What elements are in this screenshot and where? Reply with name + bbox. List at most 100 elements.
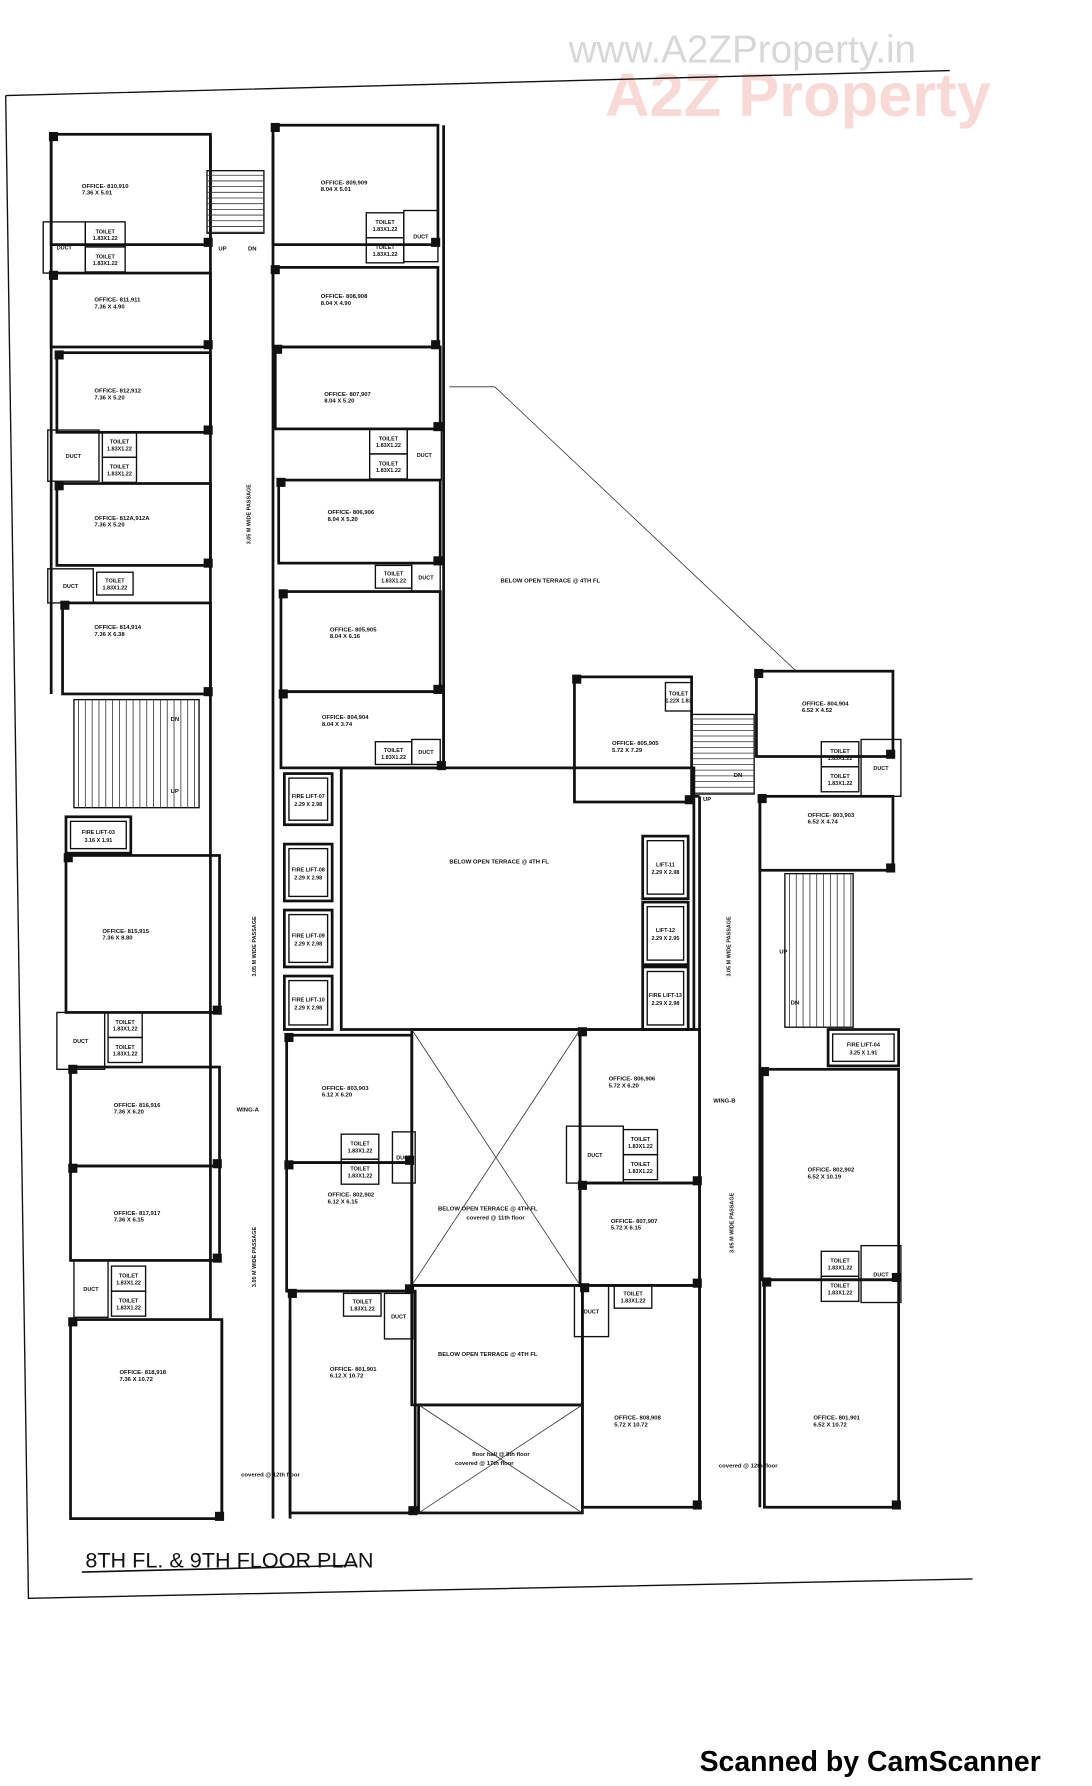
office-size: 7.36 X 4.90 bbox=[94, 304, 125, 310]
toilet-size: 1.83X1.22 bbox=[116, 1305, 141, 1311]
duct-label: DUCT bbox=[83, 1287, 99, 1293]
toilet bbox=[96, 571, 134, 596]
toilet-label: TOILET bbox=[110, 465, 130, 471]
office-room bbox=[69, 1164, 221, 1262]
lift-car bbox=[288, 777, 329, 821]
toilet bbox=[613, 1284, 653, 1309]
lift-shaft bbox=[64, 815, 133, 855]
duct-label: DUCT bbox=[57, 246, 73, 252]
column bbox=[754, 668, 764, 679]
office-room bbox=[69, 1318, 224, 1520]
toilet-size: 1.83X1.22 bbox=[628, 1169, 653, 1175]
wing-b-label: WING-B bbox=[713, 1098, 735, 1104]
column bbox=[48, 132, 59, 142]
terrace-label: BELOW OPEN TERRACE @ 4TH FL bbox=[449, 859, 549, 865]
toilet-size: 1.83X1.22 bbox=[373, 227, 398, 233]
covered-label: covered @ 12th floor bbox=[241, 1473, 300, 1479]
lift-car bbox=[646, 970, 685, 1026]
terrace-label: BELOW OPEN TERRACE @ 4TH FL bbox=[438, 1206, 538, 1212]
office-room bbox=[581, 1284, 701, 1509]
office-size: 5.72 X 7.29 bbox=[612, 748, 643, 754]
stair-dn-label: DN bbox=[171, 717, 180, 723]
lift-shaft bbox=[283, 908, 334, 969]
lift-name: FIRE LIFT-07 bbox=[292, 794, 325, 800]
column bbox=[757, 794, 767, 804]
office-room bbox=[49, 271, 212, 349]
toilet-size: 1.83X1.22 bbox=[102, 585, 127, 591]
cutout-cross bbox=[418, 1404, 583, 1514]
duct-label: DUCT bbox=[413, 234, 429, 240]
office-size: 7.36 X 5.20 bbox=[94, 523, 125, 529]
toilet bbox=[342, 1292, 382, 1317]
column bbox=[408, 1506, 418, 1516]
office-name: OFFICE- 809,909 bbox=[321, 180, 368, 186]
terrace-label: BELOW OPEN TERRACE @ 4TH FL bbox=[438, 1352, 538, 1358]
staircase bbox=[784, 872, 854, 1028]
duct bbox=[573, 1284, 610, 1338]
office-room bbox=[49, 132, 212, 246]
lift-name: FIRE LIFT-10 bbox=[292, 998, 325, 1004]
column bbox=[886, 863, 896, 873]
office-size: 6.52 X 4.74 bbox=[808, 820, 839, 826]
column bbox=[48, 270, 59, 280]
toilet-label: TOILET bbox=[384, 572, 404, 578]
toilet-label: TOILET bbox=[830, 1259, 850, 1265]
toilet-label: TOILET bbox=[350, 1167, 370, 1173]
toilet-label: TOILET bbox=[115, 1020, 135, 1026]
office-size: 6.52 X 4.52 bbox=[802, 708, 833, 714]
column bbox=[433, 556, 443, 566]
duct-label: DUCT bbox=[873, 766, 889, 772]
column bbox=[54, 481, 64, 491]
toilet-size: 1.83X1.22 bbox=[348, 1173, 373, 1179]
wing-a-label: WING-A bbox=[237, 1107, 260, 1113]
lift-name: FIRE LIFT-09 bbox=[292, 933, 325, 939]
office-room bbox=[578, 1181, 701, 1287]
toilet-label: TOILET bbox=[830, 749, 850, 755]
lift-size: 3.25 X 1.91 bbox=[849, 1051, 877, 1057]
column bbox=[212, 1159, 222, 1169]
office-size: 5.72 X 6.15 bbox=[611, 1226, 642, 1232]
duct bbox=[42, 221, 86, 274]
office-name: OFFICE- 807,907 bbox=[324, 392, 371, 398]
floor-hall-label: floor hall @ 8th floor bbox=[472, 1452, 530, 1458]
lift-size: 2.29 X 2.98 bbox=[294, 875, 322, 881]
passage-label: 3.05 M WIDE PASSAGE bbox=[246, 484, 252, 545]
office-name: OFFICE- 805,905 bbox=[330, 627, 377, 633]
staircase bbox=[73, 698, 200, 809]
column bbox=[891, 1272, 901, 1283]
lift-car bbox=[646, 905, 685, 961]
office-name: OFFICE- 812,912 bbox=[94, 389, 141, 395]
toilet bbox=[820, 1275, 860, 1303]
column bbox=[278, 589, 288, 599]
office-size: 8.04 X 3.74 bbox=[322, 722, 353, 728]
toilet-label: TOILET bbox=[830, 1284, 850, 1290]
office-name: OFFICE- 808,908 bbox=[614, 1416, 661, 1422]
toilet-size: 1.83X1.22 bbox=[107, 447, 132, 453]
office-size: 7.36 X 5.01 bbox=[82, 191, 113, 197]
toilet-label: TOILET bbox=[119, 1273, 139, 1279]
lift-car bbox=[288, 913, 329, 964]
stair-up-label: UP bbox=[218, 246, 226, 252]
title-underline bbox=[81, 1564, 358, 1573]
toilet bbox=[340, 1158, 380, 1185]
lift-size: 3.16 X 1.91 bbox=[84, 838, 112, 844]
column bbox=[60, 600, 70, 610]
watermark: www.A2ZProperty.in A2Z Property bbox=[568, 29, 991, 130]
office-room bbox=[758, 794, 895, 872]
column bbox=[580, 1283, 590, 1293]
office-name: OFFICE- 802,902 bbox=[808, 1168, 855, 1174]
duct-label: DUCT bbox=[418, 576, 434, 582]
lift-car bbox=[69, 820, 127, 850]
office-name: OFFICE- 805,905 bbox=[612, 741, 659, 747]
column bbox=[270, 265, 280, 275]
passage-label: 3.05 M WIDE PASSAGE bbox=[730, 1192, 736, 1253]
lift-size: 2.29 X 2.98 bbox=[651, 870, 679, 876]
stair-dn-label: DN bbox=[791, 1000, 800, 1006]
lift-name: FIRE LIFT-13 bbox=[649, 993, 682, 999]
column bbox=[212, 1005, 222, 1015]
office-size: 7.36 X 6.15 bbox=[114, 1218, 145, 1224]
column bbox=[273, 344, 283, 354]
stair-up-label: UP bbox=[779, 949, 787, 955]
lift-size: 2.29 X 2.98 bbox=[294, 941, 322, 947]
